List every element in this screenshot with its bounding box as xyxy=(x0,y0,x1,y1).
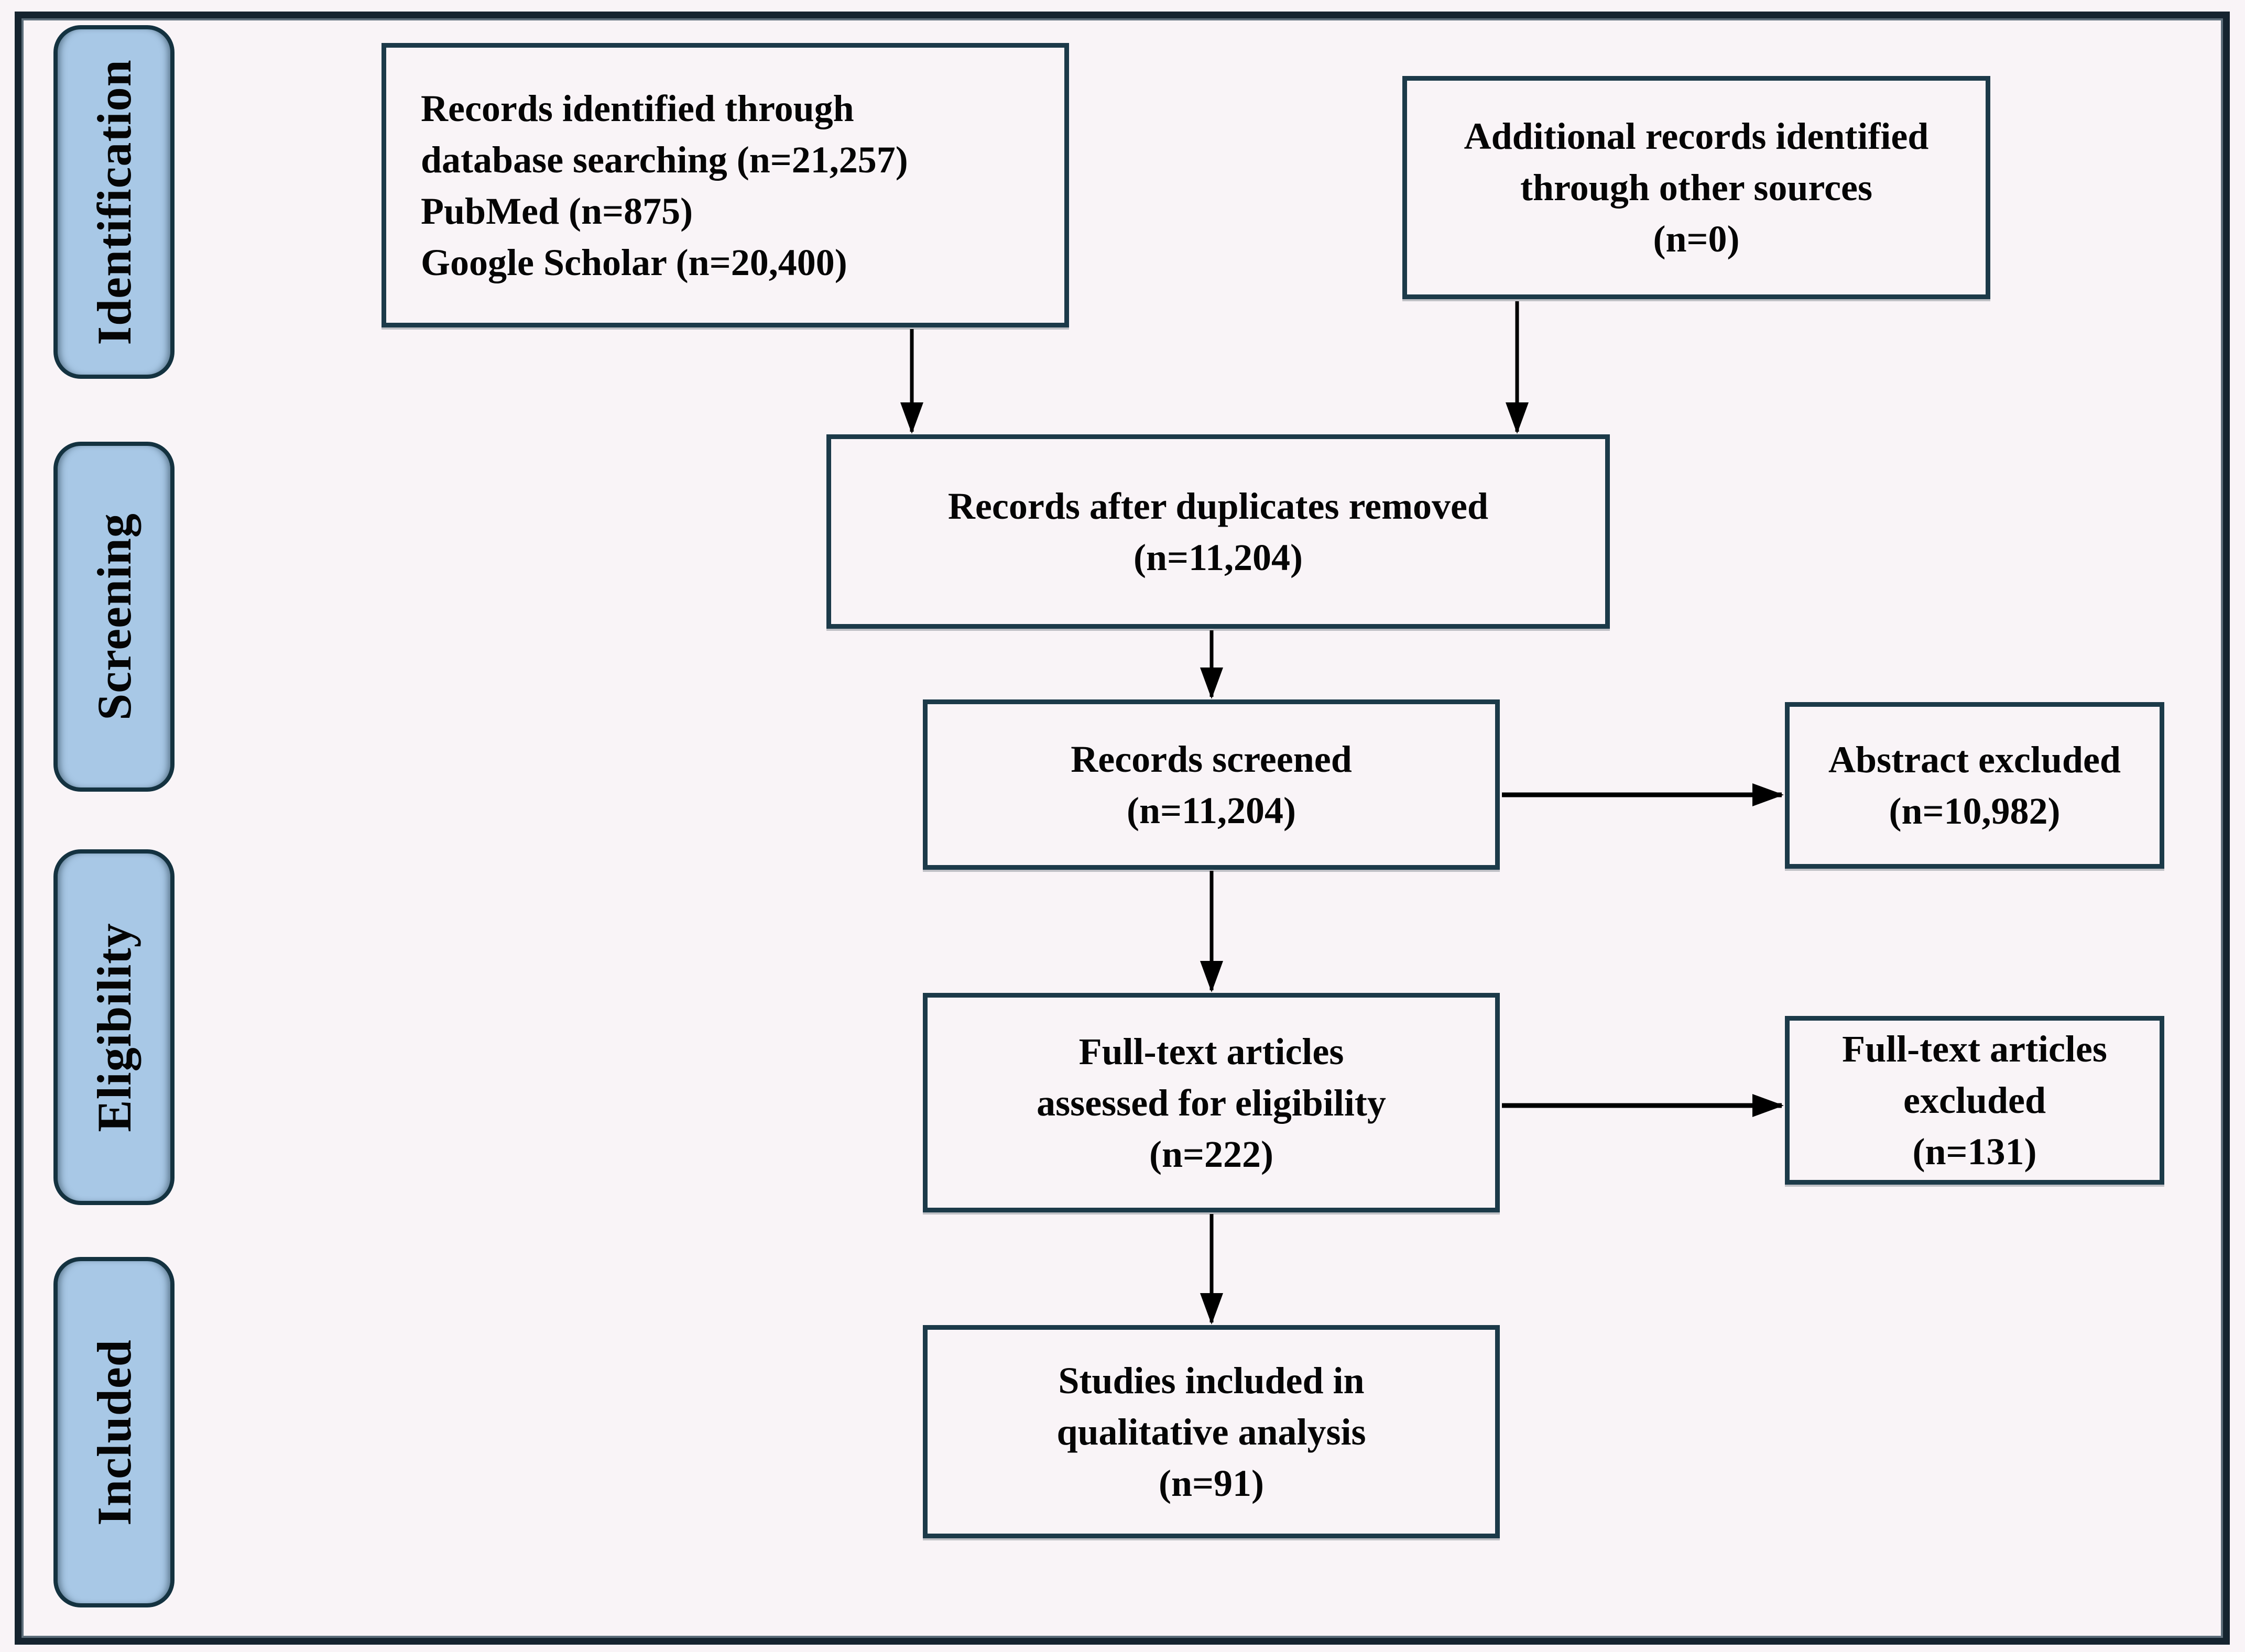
box-line: (n=10,982) xyxy=(1889,790,2061,832)
box-line: Full-text articles xyxy=(1842,1028,2107,1070)
box-line: Full-text articles xyxy=(1078,1030,1344,1073)
box-line: Abstract excluded xyxy=(1828,739,2121,781)
stage-label-text: Included xyxy=(87,1339,141,1526)
box-records-screened: Records screened (n=11,204) xyxy=(923,699,1500,870)
stage-label-text: Eligibility xyxy=(87,922,141,1132)
box-line: Records screened xyxy=(1071,738,1352,780)
box-line: Records identified through xyxy=(421,87,854,129)
box-additional-records: Additional records identified through ot… xyxy=(1402,76,1990,299)
diagram-frame xyxy=(15,12,2230,1645)
box-line: database searching (n=21,257) xyxy=(421,138,908,181)
box-line: Additional records identified xyxy=(1464,115,1929,157)
box-studies-included: Studies included in qualitative analysis… xyxy=(923,1325,1500,1538)
box-line: (n=11,204) xyxy=(1126,789,1296,832)
stage-label-screening: Screening xyxy=(53,442,175,792)
box-line: (n=222) xyxy=(1149,1133,1274,1175)
box-line: (n=11,204) xyxy=(1133,536,1303,578)
box-abstract-excluded: Abstract excluded (n=10,982) xyxy=(1785,702,2164,869)
stage-label-identification: Identification xyxy=(53,25,175,379)
stage-label-text: Identification xyxy=(87,59,141,345)
box-line: through other sources xyxy=(1520,167,1873,209)
box-line: (n=0) xyxy=(1653,218,1740,260)
box-line: excluded xyxy=(1903,1079,2046,1121)
stage-label-included: Included xyxy=(53,1257,175,1607)
box-line: Studies included in xyxy=(1058,1359,1365,1402)
box-duplicates-removed: Records after duplicates removed (n=11,2… xyxy=(826,434,1610,629)
box-line: qualitative analysis xyxy=(1056,1410,1366,1453)
box-line: assessed for eligibility xyxy=(1037,1081,1386,1124)
box-line: PubMed (n=875) xyxy=(421,190,693,232)
box-line: Google Scholar (n=20,400) xyxy=(421,241,847,283)
box-line: Records after duplicates removed xyxy=(947,485,1489,527)
stage-label-eligibility: Eligibility xyxy=(53,849,175,1205)
box-fulltext-assessed: Full-text articles assessed for eligibil… xyxy=(923,993,1500,1212)
stage-label-text: Screening xyxy=(87,513,141,720)
box-records-identified: Records identified through database sear… xyxy=(382,43,1069,327)
box-line: (n=91) xyxy=(1158,1462,1265,1504)
box-fulltext-excluded: Full-text articles excluded (n=131) xyxy=(1785,1016,2164,1185)
box-line: (n=131) xyxy=(1912,1131,2037,1173)
